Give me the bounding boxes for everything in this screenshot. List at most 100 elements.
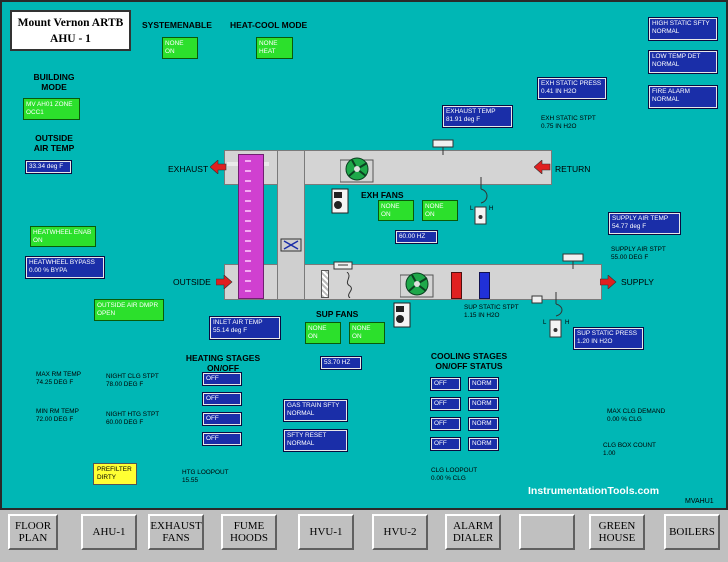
cooling-stage-4[interactable]: OFF	[430, 437, 461, 451]
nav-fume-hoods-button[interactable]: FUME HOODS	[221, 514, 277, 550]
heating-coil	[451, 272, 462, 299]
nav-hvu-1-button[interactable]: HVU-1	[298, 514, 354, 550]
exhaust-fan-icon	[340, 157, 374, 183]
exhaust-static-sensor-icon: L H	[470, 177, 493, 225]
svg-text:H: H	[489, 206, 493, 212]
nav-alarm-dialer-button[interactable]: ALARM DIALER	[445, 514, 501, 550]
outside-air-damper-status[interactable]: OUTSIDE AIR DMPR OPEN	[94, 299, 164, 321]
exhaust-temp-value[interactable]: EXHAUST TEMP 81.91 deg F	[442, 105, 513, 128]
outside-damper-actuator-icon	[333, 261, 353, 270]
exhaust-static-setpoint: EXH STATIC STPT 0.75 IN H2O	[541, 115, 596, 130]
supply-static-pressure-value[interactable]: SUP STATIC PRESS 1.20 IN H2O	[573, 327, 644, 350]
system-enable-status[interactable]: NONE ON	[162, 37, 198, 59]
supply-static-probe-icon	[531, 295, 543, 304]
min-room-temp: MIN RM TEMP 72.00 DEG F	[36, 408, 79, 423]
heating-stage-2[interactable]: OFF	[202, 392, 242, 406]
inlet-air-temp-value[interactable]: INLET AIR TEMP 55.14 deg F	[209, 316, 281, 340]
exhaust-temp-sensor-icon	[432, 139, 454, 155]
heat-cool-mode-label: HEAT-COOL MODE	[230, 20, 308, 30]
safety-reset-button[interactable]: SFTY RESET NORMAL	[283, 429, 348, 452]
cooling-status-1[interactable]: NORM	[468, 377, 499, 391]
heat-cool-mode-status[interactable]: NONE HEAT	[256, 37, 293, 59]
cooling-status-3[interactable]: NORM	[468, 417, 499, 431]
low-temp-detector-alarm[interactable]: LOW TEMP DET NORMAL	[648, 50, 718, 74]
supply-static-setpoint: SUP STATIC STPT 1.15 IN H2O	[464, 304, 519, 319]
supply-vfd-icon	[393, 302, 411, 328]
outside-air-temp-label: OUTSIDE AIR TEMP	[33, 133, 75, 153]
exhaust-static-pressure-value[interactable]: EXH STATIC PRESS 0.41 IN H2O	[537, 77, 607, 100]
max-room-temp: MAX RM TEMP 74.25 DEG F	[36, 371, 81, 386]
supply-temp-sensor-icon	[562, 253, 584, 269]
cooling-stage-2[interactable]: OFF	[430, 397, 461, 411]
fire-alarm-status[interactable]: FIRE ALARM NORMAL	[648, 85, 718, 109]
night-cooling-setpoint: NIGHT CLG STPT 78.00 DEG F	[106, 373, 159, 388]
nav-green-house-button[interactable]: GREEN HOUSE	[589, 514, 645, 550]
cooling-coil	[479, 272, 490, 299]
ahu-graphic-screen: Mount Vernon ARTB AHU - 1 SYSTEMENABLE H…	[0, 0, 728, 510]
supply-air-setpoint: SUPPLY AIR STPT 55.00 DEG F	[611, 246, 666, 261]
exh-fan-speed-value[interactable]: 60.00 HZ	[395, 230, 438, 244]
gas-train-safety-status[interactable]: GAS TRAIN SFTY NORMAL	[283, 399, 348, 422]
supply-fan-icon	[400, 272, 434, 298]
heating-stages-label: HEATING STAGES ON/OFF	[185, 353, 261, 373]
night-heating-setpoint: NIGHT HTG STPT 60.00 DEG F	[106, 411, 160, 426]
screen-id: MVAHU1	[685, 498, 714, 505]
watermark-text: InstrumentationTools.com	[528, 485, 660, 497]
exhaust-vfd-icon	[331, 188, 349, 214]
outside-duct-label: OUTSIDE	[173, 277, 211, 287]
cooling-stage-1[interactable]: OFF	[430, 377, 461, 391]
damper-actuator-icon	[280, 238, 302, 252]
outside-damper	[321, 270, 329, 298]
title-line-1: Mount Vernon ARTB	[17, 17, 124, 29]
outside-air-temp-value[interactable]: 33.34 deg F	[25, 160, 72, 174]
heat-wheel	[238, 154, 264, 299]
nav-exhaust-fans-button[interactable]: EXHAUST FANS	[148, 514, 204, 550]
return-arrow-icon	[534, 160, 551, 174]
cooling-status-2[interactable]: NORM	[468, 397, 499, 411]
building-mode-value[interactable]: MV AH01 ZONE OCC1	[23, 98, 80, 120]
supply-static-sensor-icon: L H	[543, 292, 569, 338]
cooling-box-count: CLG BOX COUNT 1.00	[603, 442, 656, 457]
sup-fan-a-status[interactable]: NONE ON	[305, 322, 341, 344]
title-line-2: AHU - 1	[50, 33, 91, 45]
cooling-stages-label: COOLING STAGES ON/OFF STATUS	[430, 351, 508, 371]
cooling-stage-3[interactable]: OFF	[430, 417, 461, 431]
building-mode-label: BUILDING MODE	[33, 72, 75, 92]
prefilter-status[interactable]: PREFILTER DIRTY	[93, 463, 137, 485]
mixing-box-duct	[277, 150, 305, 300]
exh-fan-b-status[interactable]: NONE ON	[422, 200, 458, 221]
exh-fans-label: EXH FANS	[361, 190, 404, 200]
heating-stage-4[interactable]: OFF	[202, 432, 242, 446]
system-enable-label: SYSTEMENABLE	[142, 20, 212, 30]
heating-loopout-value: HTG LOOPOUT 15.55	[182, 469, 229, 484]
svg-text:L: L	[543, 320, 547, 326]
supply-arrow-icon	[600, 275, 617, 289]
supply-air-temp-value[interactable]: SUPPLY AIR TEMP 54.77 deg F	[608, 212, 681, 235]
exhaust-duct-label: EXHAUST	[168, 164, 209, 174]
svg-text:L: L	[470, 206, 474, 212]
filter-icon	[346, 272, 352, 298]
nav-floor-plan-button[interactable]: FLOOR PLAN	[8, 514, 58, 550]
nav-boilers-button[interactable]: BOILERS	[664, 514, 720, 550]
nav-ahu-1-button[interactable]: AHU-1	[81, 514, 137, 550]
sup-fans-label: SUP FANS	[316, 309, 359, 319]
sup-fan-speed-value[interactable]: 53.70 HZ	[320, 356, 362, 370]
supply-duct-label: SUPPLY	[621, 277, 654, 287]
cooling-status-4[interactable]: NORM	[468, 437, 499, 451]
heating-stage-3[interactable]: OFF	[202, 412, 242, 426]
sup-fan-b-status[interactable]: NONE ON	[349, 322, 385, 344]
heating-stage-1[interactable]: OFF	[202, 372, 242, 386]
nav-blank-button[interactable]	[519, 514, 575, 550]
exhaust-arrow-icon	[210, 160, 227, 174]
exh-fan-a-status[interactable]: NONE ON	[378, 200, 414, 221]
return-duct-label: RETURN	[555, 164, 591, 174]
outside-air-arrow-icon	[216, 275, 233, 289]
page-title: Mount Vernon ARTB AHU - 1	[10, 10, 131, 51]
high-static-safety-alarm[interactable]: HIGH STATIC SFTY NORMAL	[648, 17, 718, 41]
nav-hvu-2-button[interactable]: HVU-2	[372, 514, 428, 550]
heatwheel-enable-status[interactable]: HEATWHEEL ENAB ON	[30, 226, 96, 247]
svg-text:H: H	[565, 320, 569, 326]
heatwheel-bypass-value[interactable]: HEATWHEEL BYPASS 0.00 % BYPA	[25, 256, 105, 279]
cooling-loopout-value: CLG LOOPOUT 0.00 % CLG	[431, 467, 478, 482]
max-cooling-demand: MAX CLG DEMAND 0.00 % CLG	[607, 408, 666, 423]
